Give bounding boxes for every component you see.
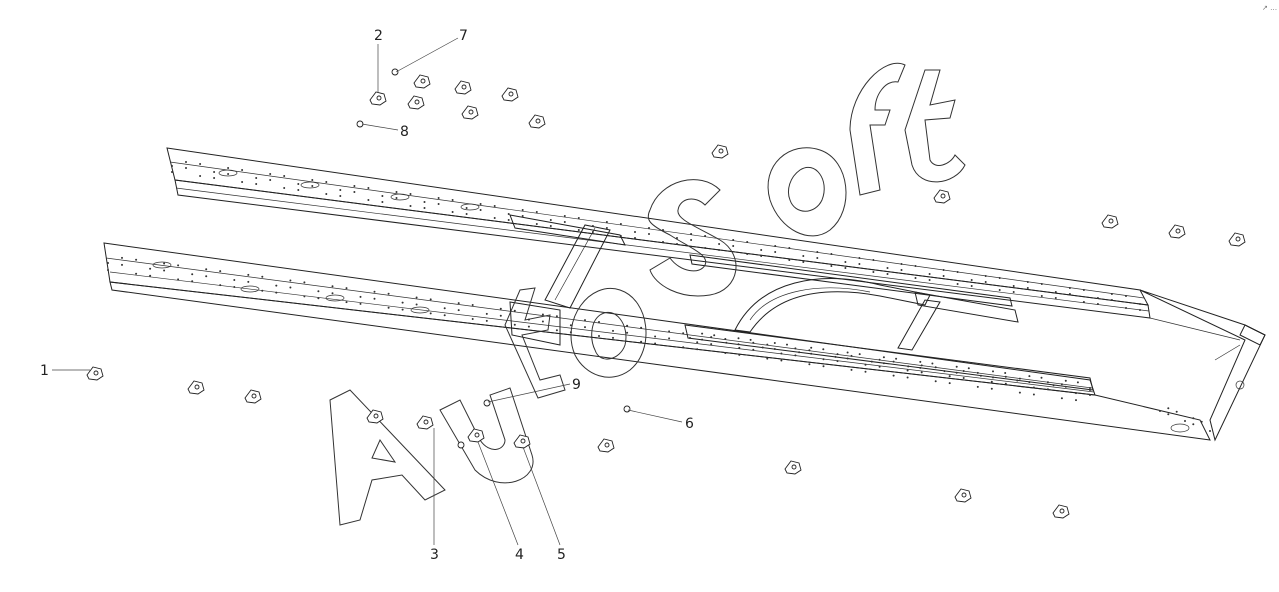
parts (86, 68, 1246, 519)
near-side-rail (103, 242, 1211, 441)
callout-7: 7 (459, 28, 468, 44)
inner-reinforcement-far (689, 254, 1013, 307)
front-cross-member (1139, 289, 1266, 442)
cross-member-a (509, 214, 626, 309)
inner-reinforcement-near (509, 301, 1094, 391)
callout-2: 2 (374, 28, 383, 44)
rail-rivet-holes (107, 161, 1211, 432)
callout-4: 4 (515, 547, 524, 563)
callout-5: 5 (557, 547, 566, 563)
callout-9: 9 (572, 377, 581, 393)
callout-3: 3 (430, 547, 439, 563)
callout-6: 6 (685, 416, 694, 432)
corner-mark: ↗ … (1262, 4, 1277, 12)
callouts: 1 2 3 4 5 6 7 8 9 (40, 28, 694, 563)
watermark-autosoft (329, 62, 966, 526)
cross-member-c (897, 291, 1019, 351)
callout-8: 8 (400, 124, 409, 140)
far-side-rail (166, 147, 1151, 319)
callout-1: 1 (40, 363, 49, 379)
